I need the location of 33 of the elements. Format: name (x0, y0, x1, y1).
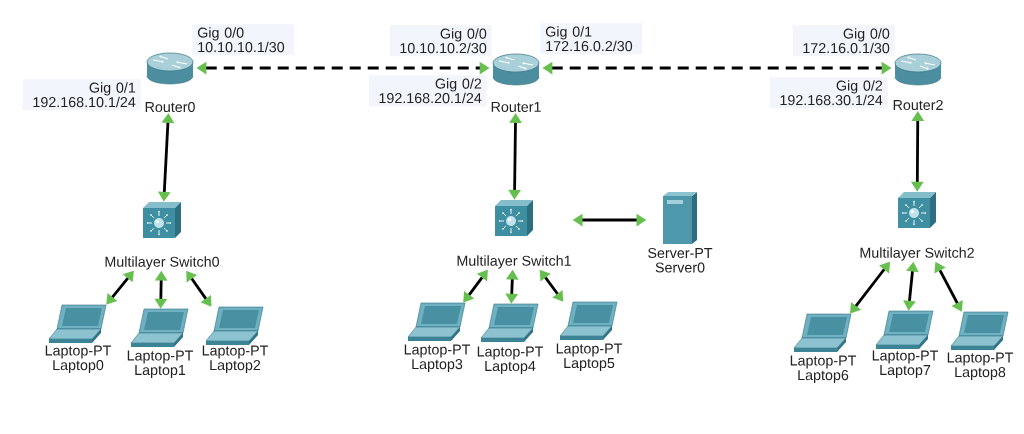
device-label: Server-PT (648, 247, 713, 259)
device-label: Router2 (893, 99, 943, 111)
interface-label: Gig 0/2 192.168.30.1/24 (769, 77, 888, 109)
device-label: Multilayer Switch0 (105, 256, 220, 270)
device-label: Laptop8 (955, 367, 1006, 380)
device-label: Laptop7 (880, 365, 931, 378)
device-label: Laptop-PT (202, 345, 269, 359)
device-label: Router1 (491, 102, 541, 112)
device-label: Laptop4 (485, 361, 536, 374)
interface-label: Gig 0/1 192.168.10.1/24 (22, 79, 141, 111)
device-label: Laptop3 (412, 359, 463, 372)
device-label: Multilayer Switch1 (457, 255, 571, 269)
device-label: Laptop2 (210, 360, 261, 373)
interface-label: Gig 0/0 10.10.10.1/30 (192, 24, 295, 56)
device-label: Laptop-PT (872, 350, 939, 364)
device-label: Laptop-PT (477, 346, 544, 360)
interface-label: Gig 0/2 192.168.20.1/24 (368, 75, 487, 107)
interface-label: Gig 0/1 172.16.0.2/30 (540, 23, 643, 55)
device-label: Laptop-PT (127, 350, 194, 364)
device-label: Multilayer Switch2 (860, 247, 974, 261)
device-label: Laptop-PT (45, 345, 112, 359)
device-label: Laptop-PT (404, 344, 471, 358)
device-label: Laptop1 (135, 365, 186, 378)
interface-label: Gig 0/0 172.16.0.1/30 (792, 25, 895, 57)
device-label: Server0 (655, 262, 705, 273)
device-label: Laptop5 (564, 358, 615, 371)
device-label: Laptop0 (53, 360, 104, 373)
device-label: Router0 (145, 101, 195, 113)
device-label: Laptop-PT (790, 355, 857, 369)
interface-label: Gig 0/0 10.10.10.2/30 (389, 25, 492, 57)
device-label: Laptop-PT (947, 352, 1014, 366)
device-label: Laptop6 (798, 370, 849, 383)
device-label: Laptop-PT (556, 343, 623, 357)
